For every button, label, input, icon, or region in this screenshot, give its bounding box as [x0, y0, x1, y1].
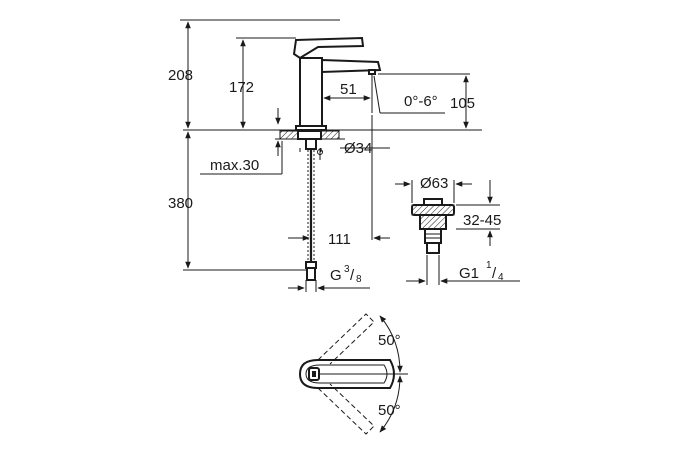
label-spout-height: 172	[229, 79, 254, 96]
label-max-thickness: max.30	[210, 157, 259, 174]
label-hose-length: 380	[168, 195, 193, 212]
label-hose-thread-num: 3	[344, 264, 350, 275]
label-waste-thread-num: 1	[486, 260, 492, 271]
faucet-top-view	[298, 313, 408, 435]
label-hose-thread-den: 8	[356, 274, 362, 285]
label-waste-height: 32-45	[463, 212, 501, 229]
label-waste-thread-den: 4	[498, 272, 504, 283]
label-hose-thread: G	[330, 267, 342, 284]
label-waste-thread: G1	[459, 265, 479, 282]
label-rotation-bottom: 50°	[378, 402, 401, 419]
label-hole-diameter: Ø34	[344, 140, 372, 157]
label-total-height: 208	[168, 67, 193, 84]
label-center-offset: 111	[328, 231, 351, 248]
dimension-labels: 208 172 51 0°-6° 105 Ø34 max.30 380 111 …	[168, 67, 504, 419]
label-angle: 0°-6°	[404, 93, 438, 110]
label-outlet-height: 105	[450, 95, 475, 112]
dimension-lines	[180, 19, 470, 292]
label-hose-thread-slash: /	[350, 267, 355, 284]
label-rotation-top: 50°	[378, 332, 401, 349]
label-spout-reach: 51	[340, 81, 357, 98]
label-waste-diameter: Ø63	[420, 175, 448, 192]
waste-assembly	[395, 180, 520, 285]
label-waste-thread-slash: /	[492, 265, 497, 282]
faucet-side-view	[183, 36, 482, 281]
